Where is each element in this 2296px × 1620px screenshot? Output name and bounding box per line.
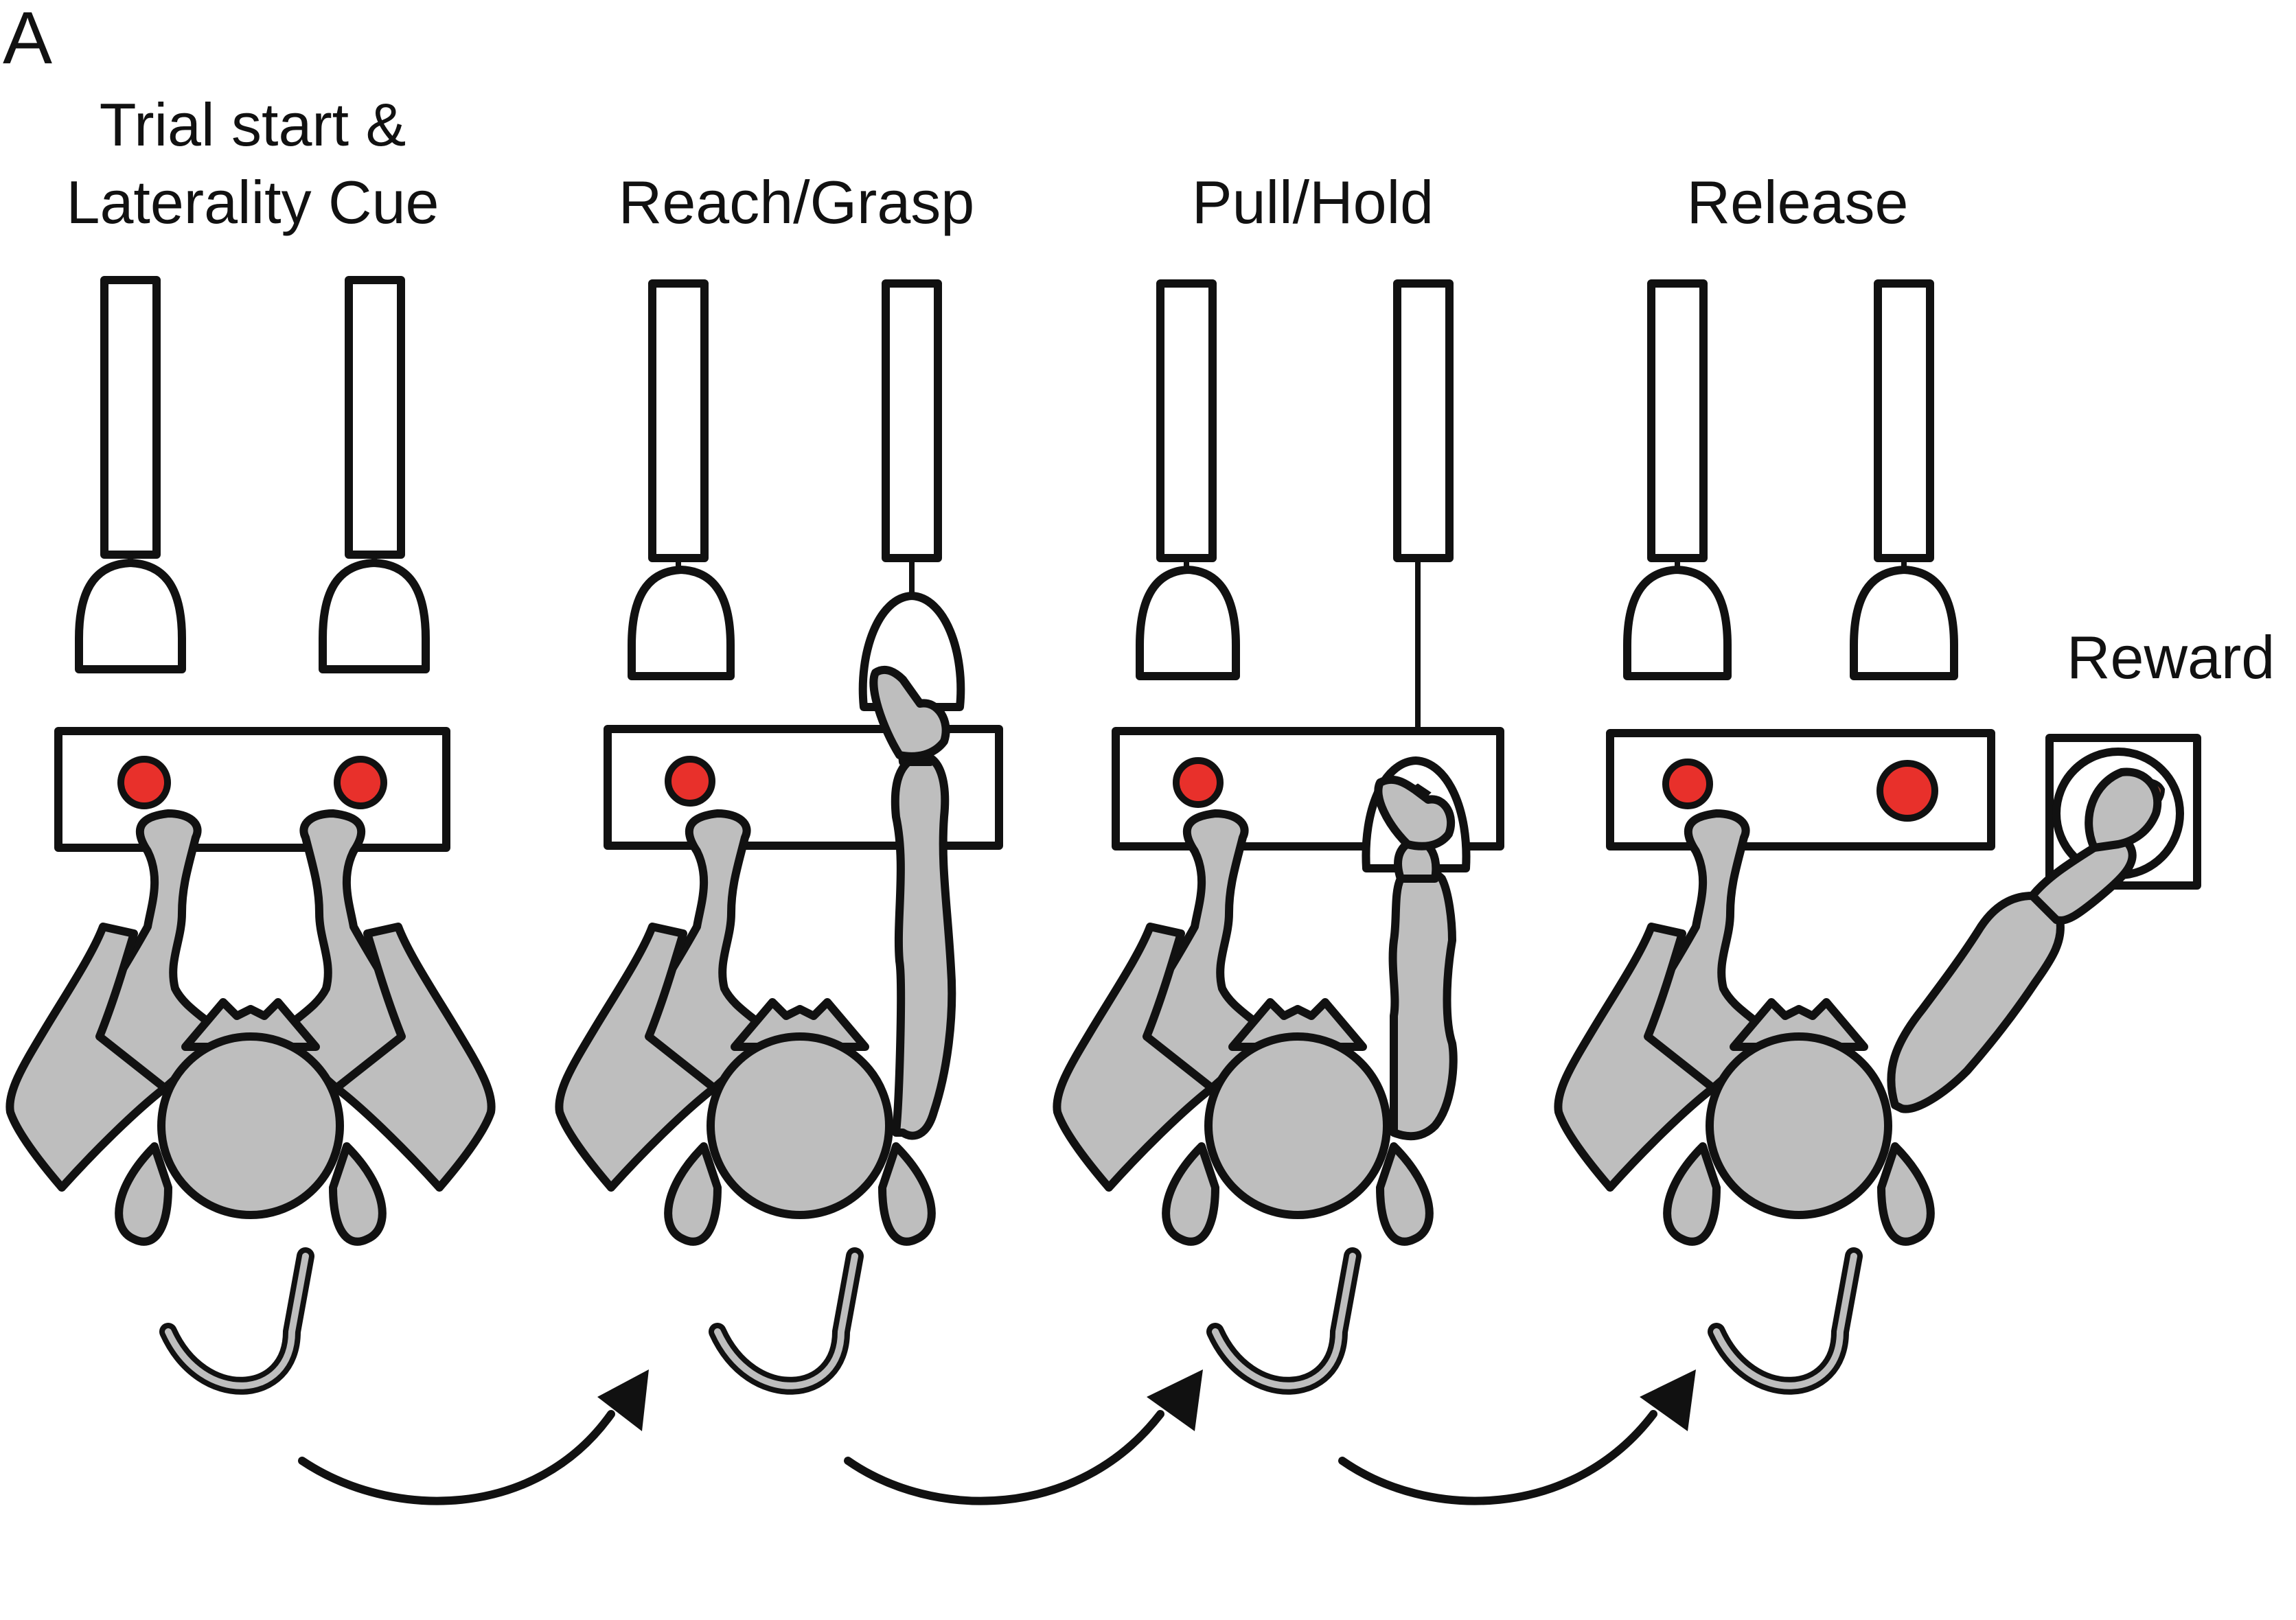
monkey-body-icon <box>1057 775 1458 1386</box>
monkey-body-icon <box>559 665 956 1386</box>
curved-arrow-icon <box>298 1369 649 1505</box>
transition-arrows <box>298 1369 1696 1505</box>
d-shaped-handle-icon <box>75 559 186 673</box>
cue-light-icon <box>665 756 715 807</box>
handle-slot-icon <box>345 276 405 559</box>
d-shaped-handle-icon <box>319 559 430 673</box>
monkey-body-icon <box>1558 767 2162 1385</box>
cue-light-icon <box>334 756 387 809</box>
d-shaped-handle-icon <box>628 566 735 680</box>
stage-4-title: Release <box>1687 168 1909 236</box>
stage-4 <box>1558 279 2201 1386</box>
stage-3-title: Pull/Hold <box>1192 168 1434 236</box>
stage-1 <box>10 276 491 1386</box>
cue-panel <box>54 727 450 852</box>
cue-light-icon <box>117 756 171 809</box>
curved-arrow-icon <box>1338 1369 1696 1505</box>
stage-1-title-line-2: Laterality Cue <box>67 168 439 236</box>
reward-label: Reward <box>2067 623 2275 691</box>
stage-2 <box>559 279 1003 1386</box>
stage-3 <box>1057 279 1504 1386</box>
d-shaped-handle-icon <box>1623 566 1732 680</box>
cue-light-icon <box>1876 760 1938 822</box>
cue-light-icon <box>1662 759 1713 809</box>
monkey-body-icon <box>10 813 491 1386</box>
d-shaped-handle-icon <box>1136 566 1240 680</box>
curved-arrow-icon <box>844 1369 1203 1505</box>
cue-light-icon <box>1173 757 1224 808</box>
handle-slot-icon <box>100 276 161 559</box>
stage-1-title-line-1: Trial start & <box>100 91 406 159</box>
stage-2-title: Reach/Grasp <box>619 168 974 236</box>
d-shaped-handle-icon <box>1850 566 1958 680</box>
panel-label: A <box>3 0 52 79</box>
